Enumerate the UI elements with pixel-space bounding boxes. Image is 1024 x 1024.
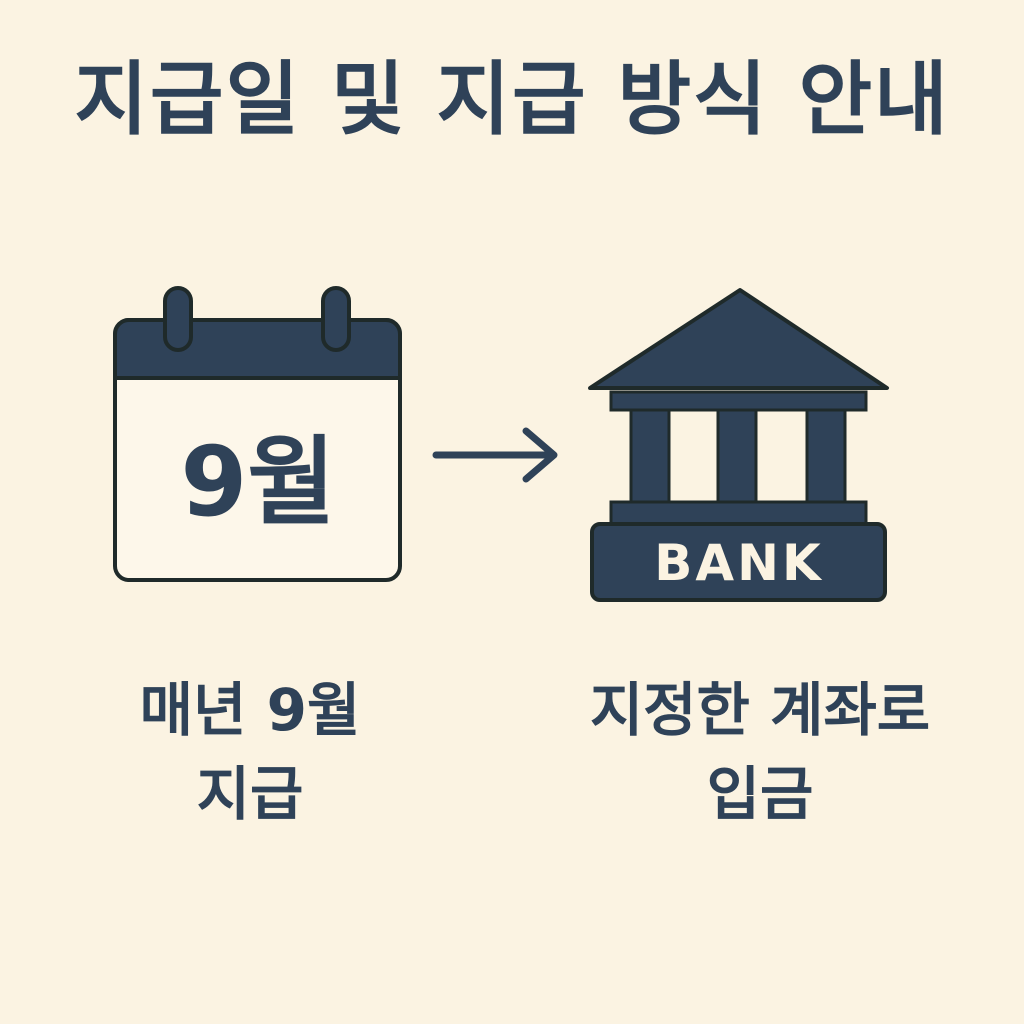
arrow-right-icon xyxy=(430,425,565,494)
bank-column xyxy=(805,408,847,504)
bank-icon: BANK xyxy=(585,285,895,614)
caption-payment-date: 매년 9월 지급 xyxy=(90,668,410,836)
bank-column xyxy=(716,408,758,504)
caption-payment-date-line1: 매년 9월 xyxy=(139,676,361,744)
caption-payment-method-line2: 입금 xyxy=(706,760,814,829)
calendar-header xyxy=(113,318,402,380)
caption-payment-date-line2: 지급 xyxy=(196,760,304,829)
bank-base xyxy=(590,522,887,602)
calendar-icon: 9월 xyxy=(110,280,410,594)
caption-payment-method-line1: 지정한 계좌로 xyxy=(589,676,931,744)
calendar-ring-right xyxy=(321,286,351,352)
bank-column xyxy=(629,408,671,504)
bank-roof xyxy=(588,288,889,390)
bank-step xyxy=(609,500,868,526)
caption-payment-method: 지정한 계좌로 입금 xyxy=(530,668,990,836)
bank-entablature xyxy=(609,390,868,412)
calendar-ring-left xyxy=(163,286,193,352)
calendar-month-label: 9월 xyxy=(180,426,335,538)
page-title: 지급일 및 지급 방식 안내 xyxy=(74,53,950,146)
bank-label: BANK xyxy=(654,534,823,592)
